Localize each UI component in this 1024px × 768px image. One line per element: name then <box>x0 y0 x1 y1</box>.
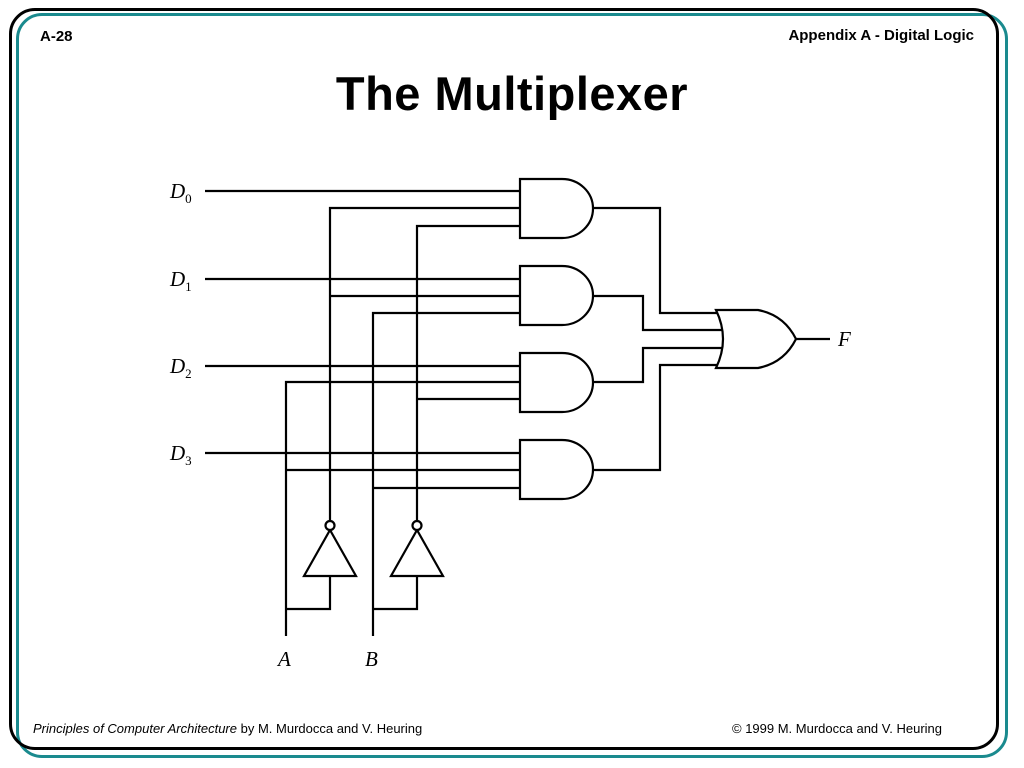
wire-not-b <box>415 224 520 521</box>
and-gate-2 <box>518 351 595 414</box>
footer-citation: Principles of Computer Architecture by M… <box>33 721 422 736</box>
page-number: A-28 <box>40 28 73 45</box>
wire-b <box>371 311 520 636</box>
wire-b-to-not-b <box>373 576 419 611</box>
input-label-d2: D2 <box>169 354 192 381</box>
wire-a <box>284 380 520 636</box>
and-gate-3 <box>518 438 595 501</box>
book-authors: by M. Murdocca and V. Heuring <box>237 721 423 736</box>
wire-not-a <box>328 206 520 521</box>
not-gate-b <box>389 519 445 578</box>
input-label-d3: D3 <box>169 441 192 468</box>
wire-and1-out <box>593 294 724 332</box>
wire-and0-out <box>593 206 722 315</box>
chapter-heading: Appendix A - Digital Logic <box>788 27 974 44</box>
book-title: Principles of Computer Architecture <box>33 721 237 736</box>
select-label-b: B <box>365 647 378 671</box>
and-gate-1 <box>518 264 595 327</box>
input-label-d0: D0 <box>169 179 192 206</box>
slide-title: The Multiplexer <box>335 67 689 120</box>
wire-and3-out <box>593 363 722 472</box>
and-gate-0 <box>518 177 595 240</box>
footer-copyright: © 1999 M. Murdocca and V. Heuring <box>732 721 942 736</box>
select-label-a: A <box>276 647 291 671</box>
or-gate <box>714 308 798 370</box>
input-label-d1: D1 <box>169 267 192 294</box>
wire-a-to-not-a <box>286 576 332 611</box>
output-label-f: F <box>837 327 851 351</box>
slide-border <box>9 8 999 750</box>
slide-border-teal <box>16 13 1008 758</box>
not-gate-a <box>302 519 358 578</box>
wire-and2-out <box>593 346 724 384</box>
